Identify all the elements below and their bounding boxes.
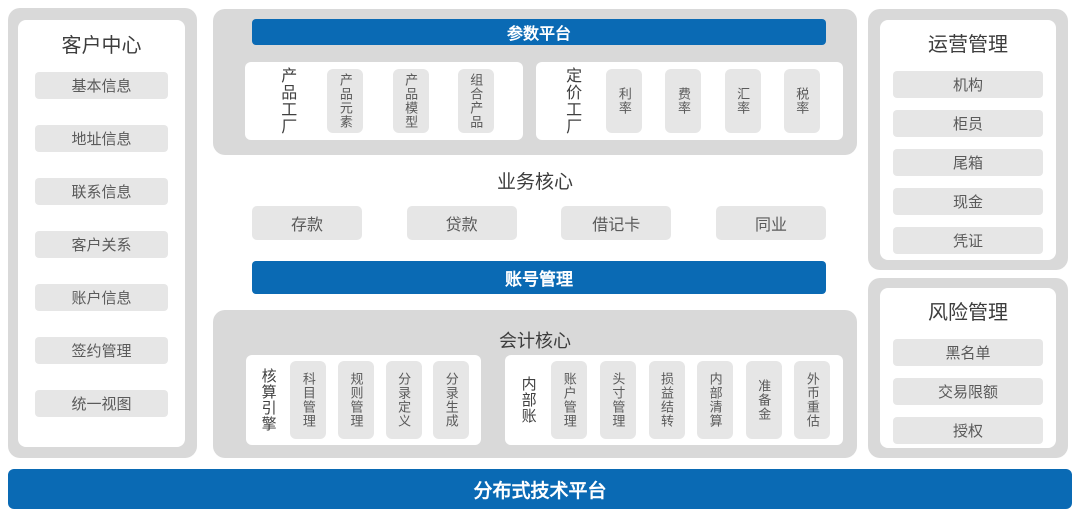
product-factory-label: 产品工厂	[278, 67, 296, 135]
pricing-factory-card: 定价工厂 利率 费率 汇率 税率	[536, 62, 843, 140]
account-management-bar: 账号管理	[252, 261, 826, 294]
operation-management-card: 运营管理 机构 柜员 尾箱 现金 凭证	[880, 20, 1056, 260]
pricing-factory-item-tax-rate: 税率	[783, 69, 820, 133]
internal-item-pnl-carryover: 损益结转	[648, 361, 685, 439]
risk-item-blacklist: 黑名单	[893, 339, 1043, 366]
accounting-item-entry-generation: 分录生成	[433, 361, 470, 439]
operation-item-till-box: 尾箱	[893, 149, 1043, 176]
business-core-title: 业务核心	[496, 172, 573, 193]
customer-center-item-account-info: 账户信息	[35, 284, 168, 311]
tech-platform-bar: 分布式技术平台	[8, 469, 1072, 509]
product-factory-item-product-element: 产品元素	[327, 69, 364, 133]
operation-item-voucher: 凭证	[893, 227, 1043, 254]
internal-item-position-mgmt: 头寸管理	[599, 361, 636, 439]
accounting-engine-label: 核算引擎	[259, 368, 277, 432]
risk-management-title: 风险管理	[928, 302, 1008, 324]
business-core-item-loan: 贷款	[406, 206, 517, 240]
accounting-item-subject-mgmt: 科目管理	[290, 361, 327, 439]
business-core-item-debit-card: 借记卡	[561, 206, 672, 240]
customer-center-item-address-info: 地址信息	[35, 125, 168, 152]
product-factory-item-combined-product: 组合产品	[457, 69, 494, 133]
operation-item-cash: 现金	[893, 188, 1043, 215]
accounting-engine-card: 核算引擎 科目管理 规则管理 分录定义 分录生成	[246, 355, 481, 445]
customer-center-item-unified-view: 统一视图	[35, 390, 168, 417]
customer-center-item-contact-info: 联系信息	[35, 178, 168, 205]
business-core-row: 存款 贷款 借记卡 同业	[252, 206, 826, 240]
accounting-item-entry-definition: 分录定义	[385, 361, 422, 439]
accounting-item-rule-mgmt: 规则管理	[337, 361, 374, 439]
operation-item-institution: 机构	[893, 71, 1043, 98]
business-core-item-deposit: 存款	[252, 206, 362, 240]
customer-center-title: 客户中心	[61, 35, 142, 57]
product-factory-card: 产品工厂 产品元素 产品模型 组合产品	[245, 62, 523, 140]
customer-center-item-contract-mgmt: 签约管理	[35, 337, 168, 364]
business-core-item-interbank: 同业	[715, 206, 826, 240]
internal-item-fx-revaluation: 外币重估	[794, 361, 831, 439]
pricing-factory-item-interest-rate: 利率	[606, 69, 643, 133]
customer-center-list: 基本信息 地址信息 联系信息 客户关系 账户信息 签约管理 统一视图	[35, 72, 168, 417]
product-factory-item-product-model: 产品模型	[392, 69, 429, 133]
pricing-factory-item-exchange-rate: 汇率	[724, 69, 761, 133]
customer-center-item-basic-info: 基本信息	[35, 72, 168, 99]
risk-management-list: 黑名单 交易限额 授权	[893, 339, 1043, 444]
risk-management-card: 风险管理 黑名单 交易限额 授权	[880, 288, 1056, 448]
risk-item-transaction-limit: 交易限额	[893, 378, 1043, 405]
operation-item-teller: 柜员	[893, 110, 1043, 137]
parameter-platform-header: 参数平台	[252, 19, 826, 45]
operation-management-list: 机构 柜员 尾箱 现金 凭证	[893, 71, 1043, 254]
internal-item-reserve: 准备金	[745, 361, 782, 439]
internal-account-card: 内部账 账户管理 头寸管理 损益结转 内部清算 准备金 外币重估	[505, 355, 843, 445]
customer-center-item-customer-relation: 客户关系	[35, 231, 168, 258]
accounting-core-title: 会计核心	[499, 331, 571, 351]
risk-item-authorization: 授权	[893, 417, 1043, 444]
internal-item-account-mgmt: 账户管理	[551, 361, 588, 439]
internal-account-label: 内部账	[519, 376, 537, 424]
operation-management-title: 运营管理	[928, 34, 1008, 56]
pricing-factory-item-fee-rate: 费率	[665, 69, 702, 133]
internal-item-internal-clearing: 内部清算	[697, 361, 734, 439]
customer-center-card: 客户中心 基本信息 地址信息 联系信息 客户关系 账户信息 签约管理 统一视图	[18, 20, 185, 447]
pricing-factory-label: 定价工厂	[563, 67, 581, 135]
